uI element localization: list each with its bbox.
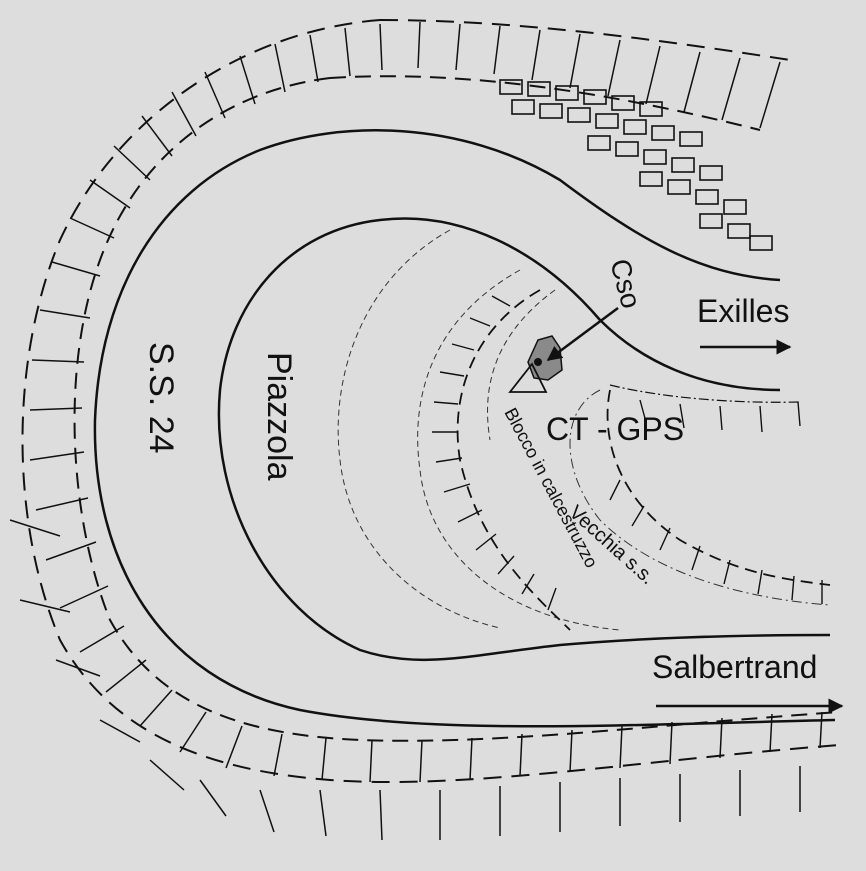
old-road-curve-3 bbox=[569, 389, 831, 606]
inner-slope-hatching bbox=[432, 295, 823, 611]
station-marker bbox=[508, 335, 563, 393]
station-label: CT - GPS bbox=[546, 411, 684, 447]
gps-point-icon bbox=[534, 358, 542, 366]
salbertrand-label: Salbertrand bbox=[652, 649, 817, 685]
slope-edge-east bbox=[606, 389, 831, 586]
old-road-curve-1 bbox=[337, 229, 501, 629]
outer-dashed-edge bbox=[21, 19, 841, 783]
cso-label: Cso bbox=[604, 256, 647, 312]
stone-wall bbox=[499, 79, 773, 251]
arrow-diagonal-icon bbox=[546, 306, 619, 362]
inner-dashed-edge bbox=[73, 77, 841, 742]
road-name-label: S.S. 24 bbox=[142, 342, 180, 454]
piazzola-label: Piazzola bbox=[260, 352, 298, 481]
road-inner-line bbox=[217, 217, 831, 662]
concrete-block-shape bbox=[527, 335, 563, 381]
old-road-curve-2 bbox=[417, 269, 621, 631]
old-road-curve-4 bbox=[487, 289, 556, 441]
inner-dashed-edge-upper bbox=[329, 75, 761, 131]
exilles-label: Exilles bbox=[697, 293, 789, 329]
triangle-marker-icon bbox=[508, 362, 548, 393]
road-outer-line bbox=[93, 129, 836, 728]
outer-slope-hatching bbox=[29, 21, 823, 783]
lower-slope-hatching bbox=[9, 519, 801, 841]
outer-dashed-edge-upper bbox=[379, 19, 791, 61]
hatch-edge-east bbox=[609, 384, 801, 403]
slope-edge-inner bbox=[456, 289, 571, 631]
